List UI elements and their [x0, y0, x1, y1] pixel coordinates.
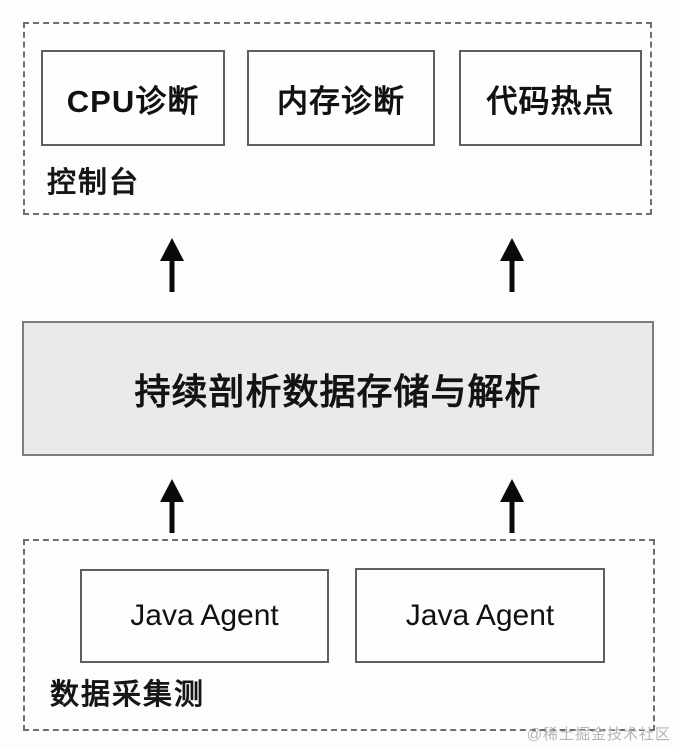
console-panel: CPU诊断 内存诊断 代码热点 控制台: [23, 22, 652, 215]
storage-parsing-box: 持续剖析数据存储与解析: [22, 321, 654, 456]
memory-diagnosis-box: 内存诊断: [247, 50, 435, 146]
up-arrow-icon: [500, 479, 524, 533]
collection-panel-label: 数据采集测: [50, 679, 206, 711]
code-hotspot-label: 代码热点: [486, 83, 615, 119]
java-agent-label: Java Agent: [405, 598, 555, 632]
up-arrow-icon: [160, 238, 184, 292]
console-panel-label: 控制台: [47, 167, 141, 199]
storage-parsing-label: 持续剖析数据存储与解析: [134, 370, 542, 412]
up-arrow-icon: [160, 479, 184, 533]
up-arrow-icon: [500, 238, 524, 292]
collection-panel: Java Agent Java Agent 数据采集测: [23, 539, 655, 731]
java-agent-label: Java Agent: [130, 599, 279, 632]
java-agent-box-2: Java Agent: [355, 568, 605, 663]
cpu-diagnosis-label: CPU诊断: [66, 83, 200, 119]
watermark-text: @稀土掘金技术社区: [526, 726, 671, 743]
code-hotspot-box: 代码热点: [459, 50, 642, 146]
cpu-diagnosis-box: CPU诊断: [41, 50, 225, 146]
java-agent-box-1: Java Agent: [80, 569, 329, 663]
memory-diagnosis-label: 内存诊断: [277, 83, 405, 119]
